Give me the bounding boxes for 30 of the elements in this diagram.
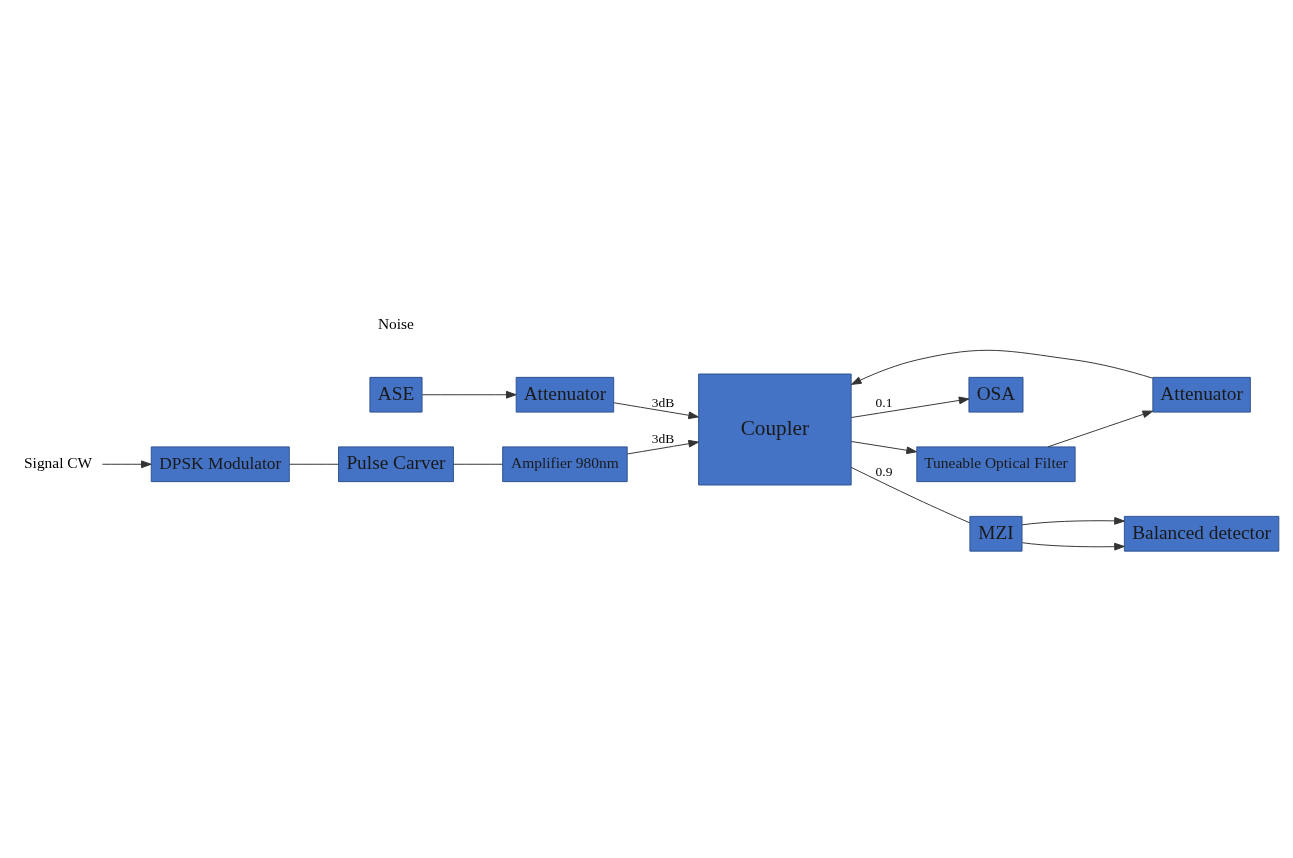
connector [453,463,504,465]
arrow [613,401,699,419]
connector [288,463,339,465]
node-box: Attenuator [515,376,615,413]
node-box: MZI [969,515,1023,552]
edge-label: 0.9 [875,463,893,479]
node-box: Tuneable Optical Filter [916,445,1076,482]
node-box: Pulse Carver [338,445,454,482]
node-box: Balanced detector [1123,515,1280,552]
edge-label: 0.1 [875,394,893,410]
node-box: OSA [968,376,1024,413]
arrow [1021,516,1125,525]
node-box: Amplifier 980nm [502,445,628,482]
arrow [1021,541,1125,550]
node-box: DPSK Modulator [150,445,290,482]
connector [850,466,971,523]
arrow [850,349,1154,385]
arrow [850,396,970,418]
edge-label: 3dB [651,394,675,410]
arrow [101,459,152,468]
node-text: Signal CW [24,453,93,471]
edge-label: 3dB [651,430,675,446]
arrow [1047,410,1154,447]
node-box: Attenuator [1152,376,1251,413]
arrow [421,390,517,399]
node-box: ASE [369,376,423,413]
label: Noise [377,314,414,332]
node-box: Coupler [698,373,852,485]
arrow [850,440,917,454]
arrow [626,439,699,454]
